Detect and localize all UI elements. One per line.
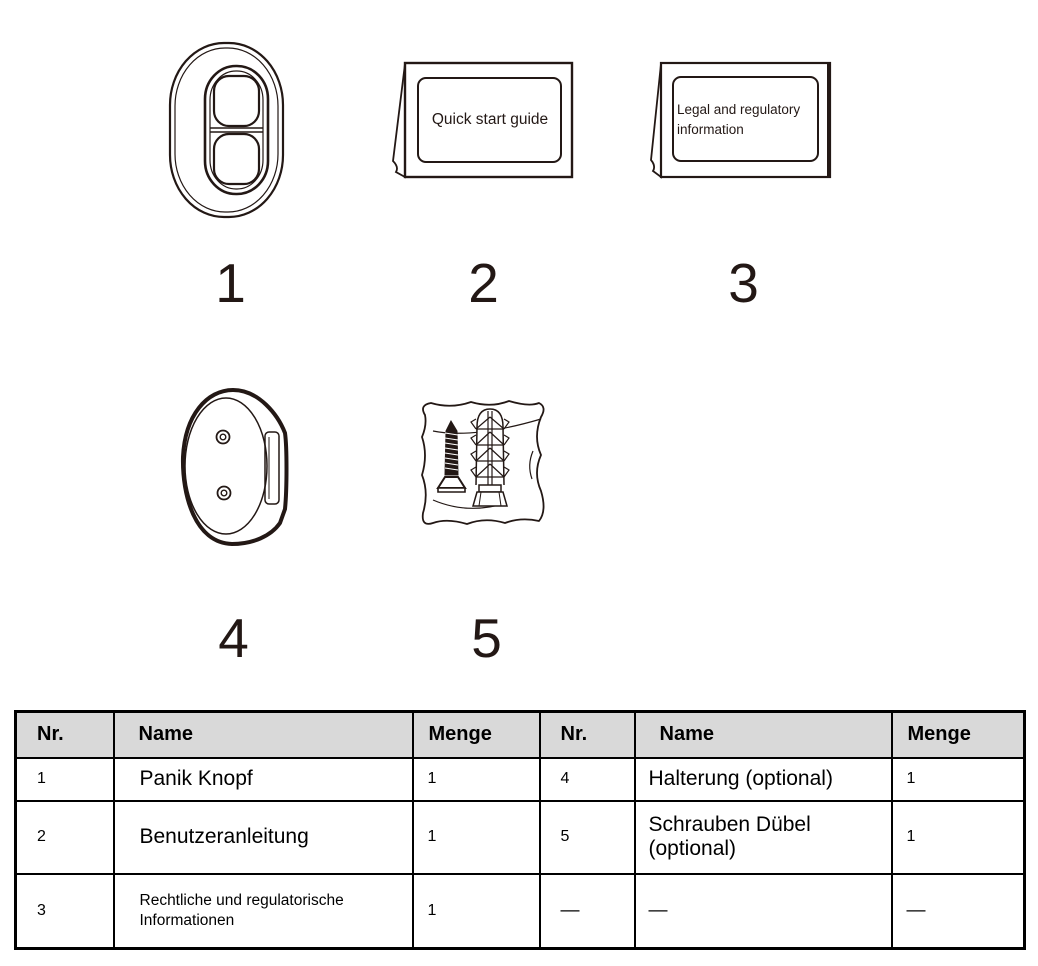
- table-row: 1 Panik Knopf 1 4 Halterung (optional) 1: [14, 756, 1026, 802]
- quick-start-guide-label: Quick start guide: [431, 111, 549, 128]
- table-row: 2 Benutzeranleitung 1 5 Schrauben Dübel …: [14, 799, 1026, 875]
- tent-card-icon: [650, 61, 832, 179]
- screw-anchor-bag-figure: [413, 393, 553, 538]
- item-4-number: 4: [218, 607, 249, 669]
- table-row: 3 Rechtliche und regulatorische Informat…: [14, 872, 1026, 950]
- header-name-right: Name: [633, 710, 893, 759]
- row1-menge-right: 1: [890, 756, 1026, 802]
- mounting-bracket-figure: [175, 385, 295, 550]
- wall-anchor-icon: [470, 408, 510, 507]
- item-1-number: 1: [215, 252, 246, 314]
- header-name-left: Name: [112, 710, 414, 759]
- item-3-number: 3: [728, 252, 759, 314]
- row3-nr-left: 3: [14, 872, 115, 950]
- row3-nr-right: —: [538, 872, 636, 950]
- row1-nr-left: 1: [14, 756, 115, 802]
- row1-menge-left: 1: [411, 756, 541, 802]
- panic-button-figure: [166, 40, 286, 220]
- table-header-row: Nr. Name Menge Nr. Name Menge: [14, 710, 1026, 759]
- item-5-number: 5: [471, 607, 502, 669]
- row3-name-left: Rechtliche und regulatorische Informatio…: [112, 872, 414, 950]
- header-nr-left: Nr.: [14, 710, 115, 759]
- header-nr-right: Nr.: [538, 710, 636, 759]
- row2-name-right: Schrauben Dübel (optional): [633, 799, 893, 875]
- legal-information-label: Legal and regulatory information: [677, 100, 819, 140]
- row2-menge-left: 1: [411, 799, 541, 875]
- row1-nr-right: 4: [538, 756, 636, 802]
- row3-menge-right: —: [890, 872, 1026, 950]
- screw-icon: [436, 419, 467, 493]
- row2-nr-left: 2: [14, 799, 115, 875]
- row1-name-right: Halterung (optional): [633, 756, 893, 802]
- tent-card-icon: [392, 61, 574, 179]
- quick-start-guide-figure: [388, 55, 578, 183]
- item-2-number: 2: [468, 252, 499, 314]
- panic-button-icon: [168, 41, 285, 219]
- row2-nr-right: 5: [538, 799, 636, 875]
- row1-name-left: Panik Knopf: [112, 756, 414, 802]
- row2-name-left: Benutzeranleitung: [112, 799, 414, 875]
- screw-bag-icon: [421, 400, 545, 525]
- legal-label-line-1: Legal and regulatory: [677, 102, 801, 117]
- row2-menge-right: 1: [890, 799, 1026, 875]
- row3-menge-left: 1: [411, 872, 541, 950]
- bracket-icon: [180, 387, 289, 547]
- header-menge-left: Menge: [411, 710, 541, 759]
- row3-name-right: —: [633, 872, 893, 950]
- packing-list-table: Nr. Name Menge Nr. Name Menge 1 Panik Kn…: [14, 710, 1026, 950]
- legal-information-figure: [648, 55, 838, 183]
- header-menge-right: Menge: [890, 710, 1026, 759]
- legal-label-line-2: information: [677, 122, 744, 137]
